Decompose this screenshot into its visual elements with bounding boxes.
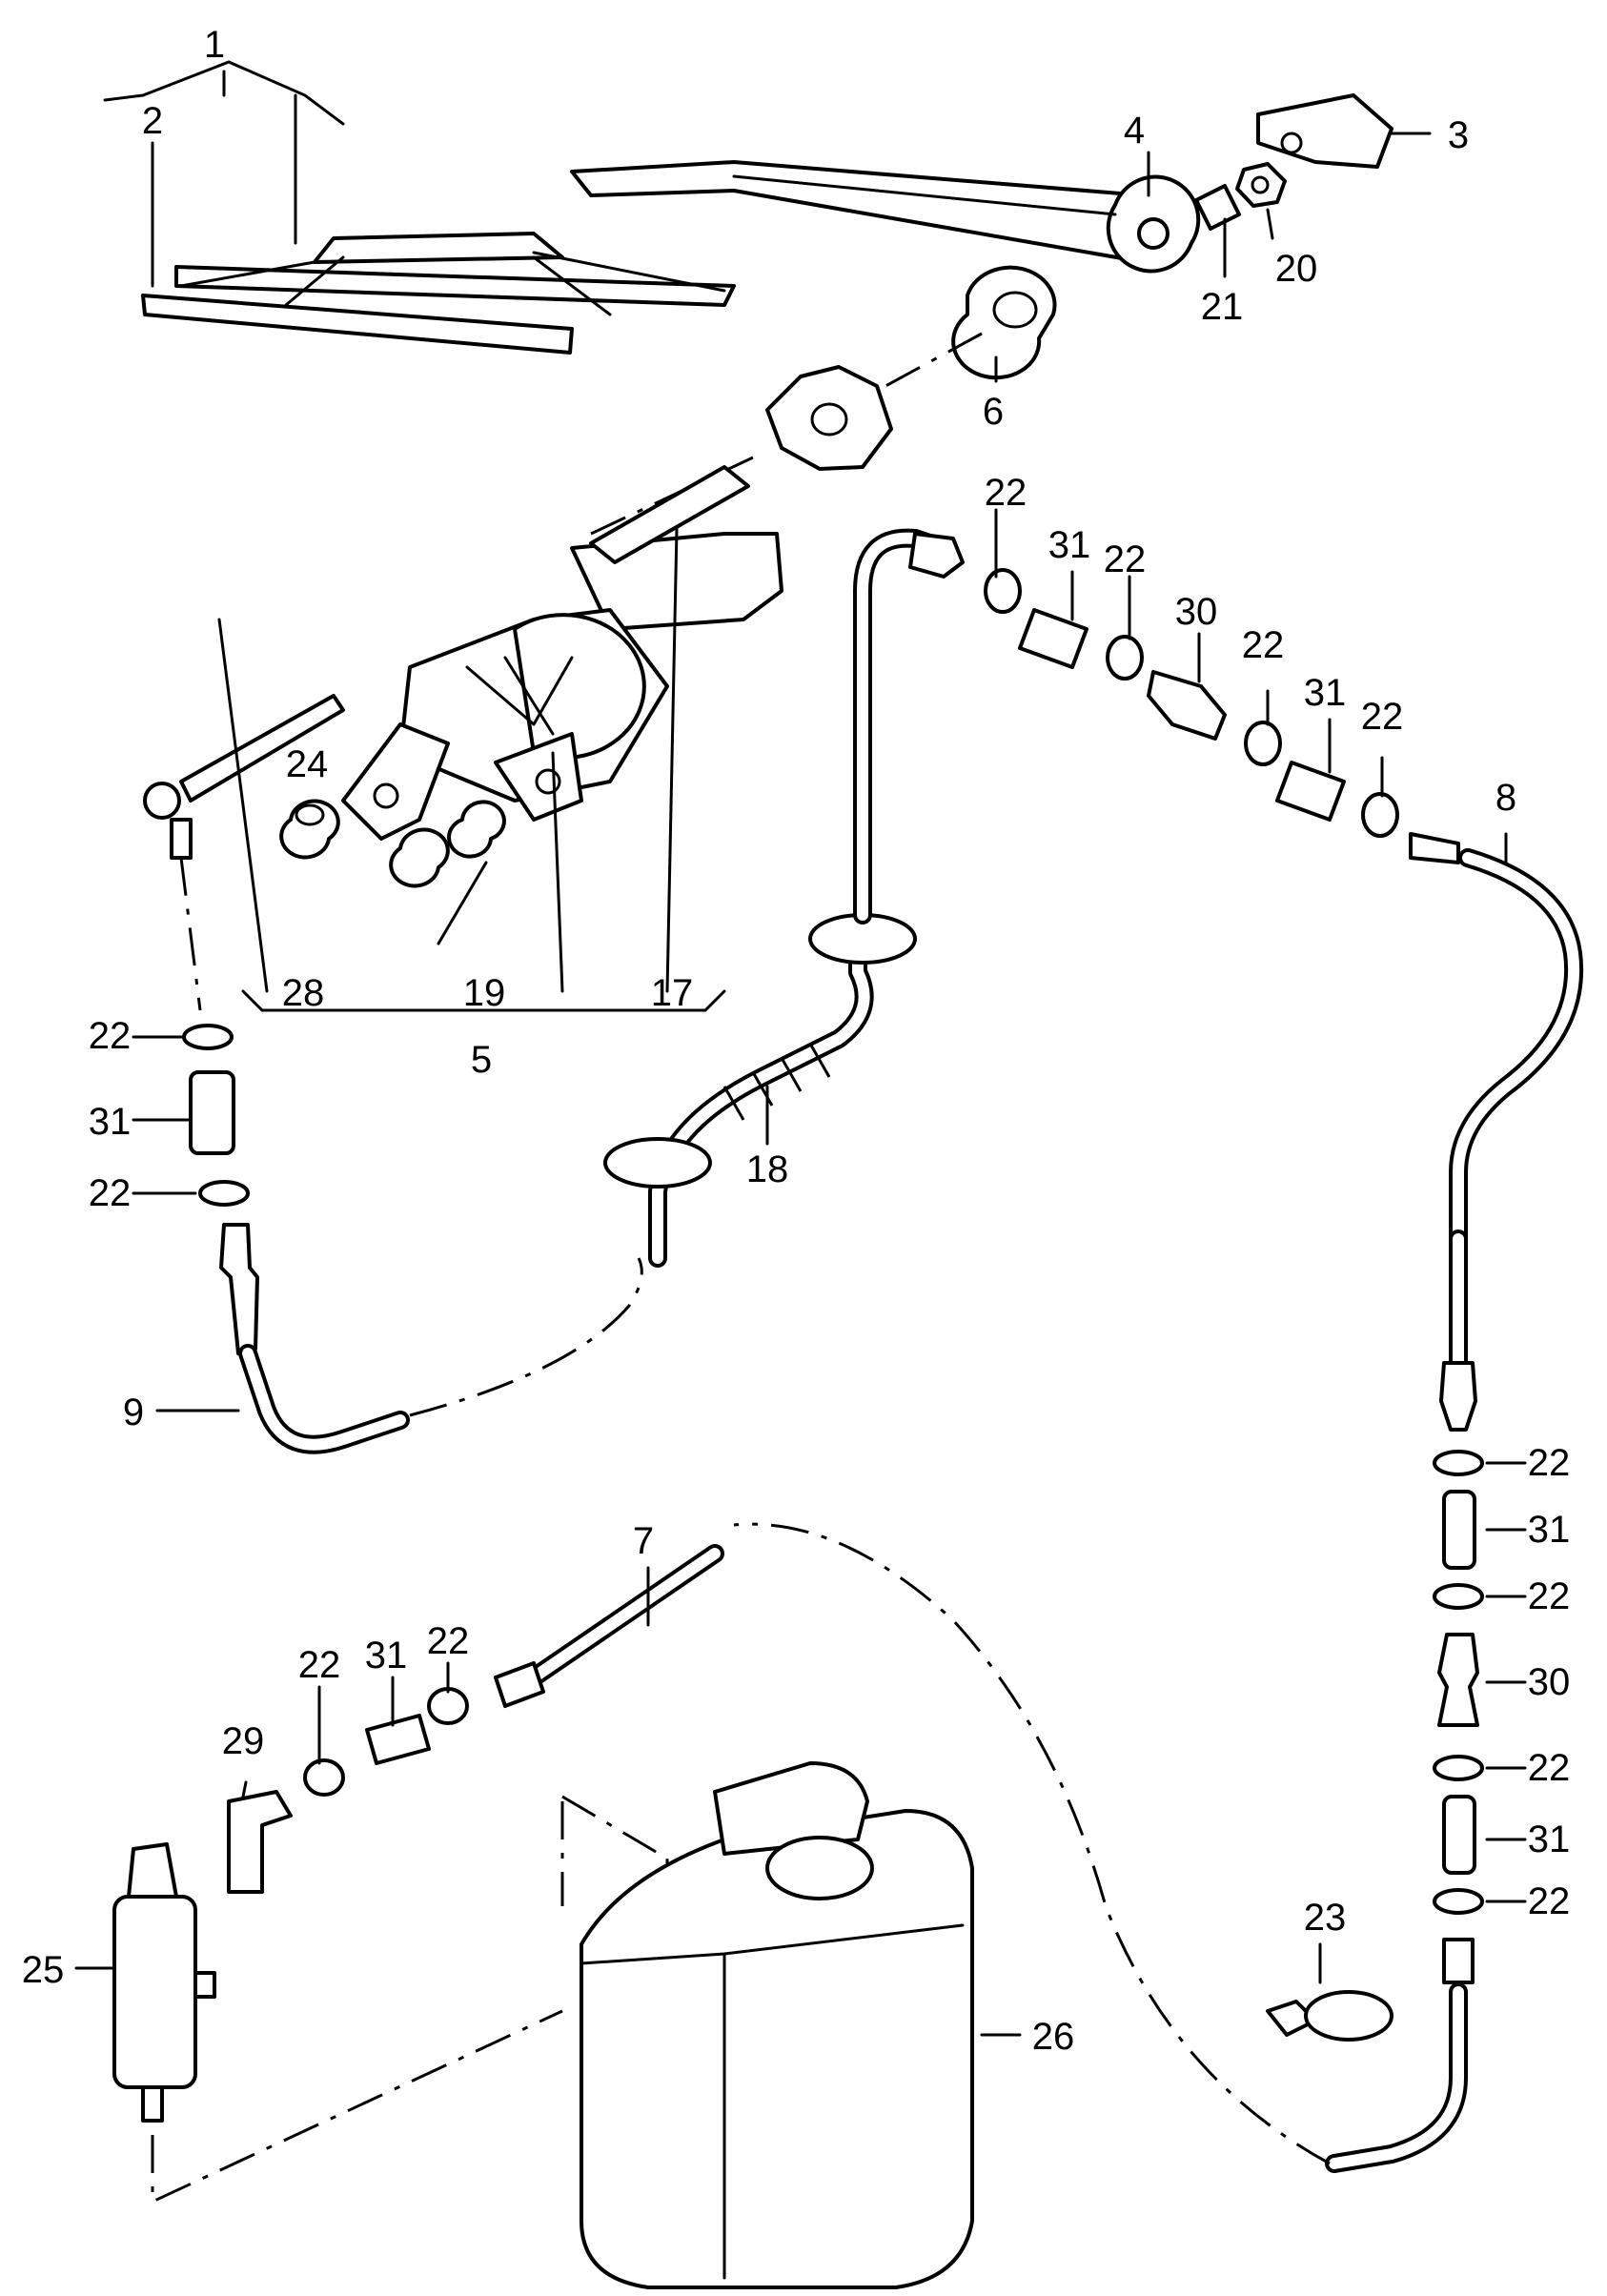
wiper-blade (141, 232, 736, 355)
hose-clamp (198, 1180, 250, 1207)
hose-connector (1442, 1795, 1476, 1875)
bushing-nut (279, 799, 340, 860)
hose-clamp (427, 1687, 469, 1725)
upper-hose (853, 528, 953, 924)
label-22: 22 (985, 472, 1027, 514)
label-18: 18 (746, 1148, 789, 1190)
label-29: 29 (222, 1720, 265, 1762)
part-labels: 1 2 3 4 20 21 6 24 28 19 17 5 22 31 22 9… (22, 24, 1571, 2058)
label-22: 22 (89, 1172, 132, 1214)
label-1: 1 (204, 24, 225, 66)
hose-right (1409, 832, 1584, 1372)
washer (1194, 184, 1241, 231)
hose-connector (189, 1070, 235, 1155)
label-31: 31 (89, 1101, 132, 1143)
hose-connector-nozzle (1439, 1361, 1477, 1432)
hose-connector (1442, 1490, 1476, 1570)
hose-left (238, 1257, 643, 1454)
label-22: 22 (89, 1015, 132, 1057)
label-31: 31 (1528, 1509, 1571, 1551)
label-5: 5 (471, 1039, 492, 1081)
cable-tie (1266, 1990, 1393, 2042)
spindle (589, 465, 750, 564)
hose-connector-nozzle (219, 1223, 259, 1355)
label-25: 25 (22, 1949, 65, 1991)
label-22: 22 (1242, 624, 1285, 666)
label-2: 2 (142, 100, 163, 142)
label-22: 22 (1361, 696, 1404, 738)
label-17: 17 (651, 972, 694, 1014)
label-21: 21 (1201, 286, 1244, 328)
washer-pump (112, 1842, 216, 2123)
washer-hose-lower (494, 1544, 724, 1708)
hose-clamp (1433, 1450, 1484, 1476)
wiper-arm (570, 160, 1201, 274)
hose-connector (1018, 608, 1088, 669)
grommet-hose (603, 913, 917, 1268)
non-return-valve (1437, 1633, 1479, 1727)
link-rod (143, 694, 345, 860)
label-22: 22 (1528, 1575, 1571, 1617)
grommet (951, 265, 1057, 380)
label-31: 31 (1304, 672, 1347, 714)
label-22: 22 (1528, 1747, 1571, 1789)
label-22: 22 (427, 1620, 470, 1662)
label-31: 31 (1048, 524, 1091, 566)
leader-lines (74, 60, 1527, 2037)
washer-fluid-reservoir (580, 1761, 974, 2289)
label-22: 22 (298, 1644, 341, 1686)
non-return-valve (1147, 670, 1227, 741)
label-19: 19 (463, 972, 506, 1014)
connector-top (908, 532, 965, 579)
label-3: 3 (1448, 114, 1469, 156)
elbow-connector (227, 1790, 293, 1894)
nut (1235, 162, 1287, 208)
label-6: 6 (983, 391, 1004, 433)
cap (1256, 93, 1393, 169)
label-7: 7 (633, 1520, 654, 1562)
hose-clamp (1244, 721, 1282, 766)
label-23: 23 (1304, 1897, 1347, 1939)
label-22: 22 (1104, 538, 1147, 580)
hose-clamp (1433, 1888, 1484, 1915)
label-22: 22 (1528, 1880, 1571, 1922)
hose-clamp (182, 1024, 234, 1050)
hose-bottom-right (1325, 1938, 1475, 2173)
label-4: 4 (1124, 110, 1145, 152)
label-31: 31 (1528, 1819, 1571, 1860)
wiper-motor (341, 532, 783, 841)
hose-clamp (1106, 635, 1144, 681)
hose-clamp (1433, 1583, 1484, 1610)
hose-clamp (303, 1758, 345, 1797)
hose-clamp (1433, 1755, 1484, 1781)
label-20: 20 (1275, 248, 1318, 290)
hose-clamp (1361, 792, 1399, 838)
hose-clamp (984, 568, 1022, 614)
label-30: 30 (1528, 1661, 1571, 1703)
hose-connector (1275, 761, 1346, 822)
label-9: 9 (123, 1392, 144, 1433)
label-24: 24 (286, 743, 329, 785)
label-26: 26 (1032, 2016, 1075, 2058)
label-31: 31 (365, 1635, 408, 1676)
label-22: 22 (1528, 1442, 1571, 1484)
rubber-bushing (389, 800, 506, 888)
label-30: 30 (1175, 591, 1218, 633)
hose-connector (365, 1714, 431, 1765)
label-28: 28 (282, 972, 325, 1014)
label-8: 8 (1495, 777, 1516, 819)
seal (765, 365, 893, 471)
